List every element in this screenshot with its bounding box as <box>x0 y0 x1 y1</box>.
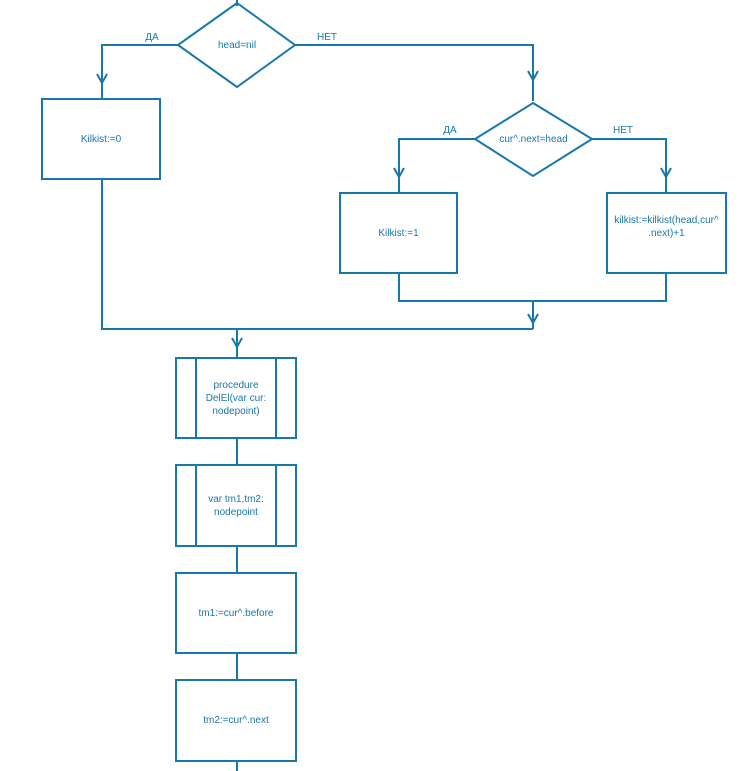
decision-head-nil-label: head=nil <box>178 20 296 70</box>
node-label-line: .next)+1 <box>648 228 685 239</box>
edge-kilkist-merge <box>398 273 667 302</box>
arrowhead <box>231 337 243 350</box>
process-kilkist1-label: Kilkist:=1 <box>340 193 457 273</box>
node-label-line: kilkist:=kilkist(head,cur^ <box>614 215 719 226</box>
decision-cur-next-head-shape <box>473 101 594 178</box>
decision-head-nil-shape <box>176 1 297 89</box>
node-label-line: tm1:=cur^.before <box>198 607 274 619</box>
predefined-var-label: var tm1,tm2: nodepoint <box>176 465 296 546</box>
process-kilkist-rec-label: kilkist:=kilkist(head,cur^ .next)+1 <box>607 197 726 257</box>
process-tm1-label: tm1:=cur^.before <box>176 573 296 653</box>
node-label-line: nodepoint) <box>212 405 260 417</box>
node-label-line: Kilkist:=0 <box>80 133 122 145</box>
edge-label-curnext-yes: ДА <box>443 125 457 136</box>
edge-kilkist0-down <box>101 179 533 330</box>
node-label-line: procedure <box>213 379 259 391</box>
node-label-line: DelEl(var cur: <box>205 392 267 404</box>
edge-head-no <box>295 44 534 101</box>
arrowhead <box>393 167 405 180</box>
arrowhead <box>660 167 672 180</box>
edge-label-head-no: НЕТ <box>317 32 337 43</box>
arrowhead <box>527 70 539 83</box>
edge-curnext-no <box>592 138 667 192</box>
node-label-line: head=nil <box>217 39 257 51</box>
node-label-line: cur^.next=head <box>499 133 568 145</box>
arrowhead <box>527 313 539 326</box>
node-label-line: var tm1,tm2: <box>208 493 264 505</box>
process-kilkist0-label: Kilkist:=0 <box>42 99 160 179</box>
edge-label-curnext-no: НЕТ <box>613 125 633 136</box>
node-label-line: tm2:=cur^.next <box>203 715 269 726</box>
decision-cur-next-head-label: cur^.next=head <box>475 114 592 164</box>
node-label-line: Kilkist:=1 <box>378 227 419 239</box>
process-tm2-label: tm2:=cur^.next <box>176 680 296 761</box>
arrowhead <box>96 73 108 86</box>
node-label-line: nodepoint <box>214 506 258 518</box>
predefined-procedure-label: procedure DelEl(var cur: nodepoint) <box>176 358 296 438</box>
edge-head-yes <box>101 44 178 98</box>
edge-label-head-yes: ДА <box>145 32 159 43</box>
edge-curnext-yes <box>398 138 475 192</box>
